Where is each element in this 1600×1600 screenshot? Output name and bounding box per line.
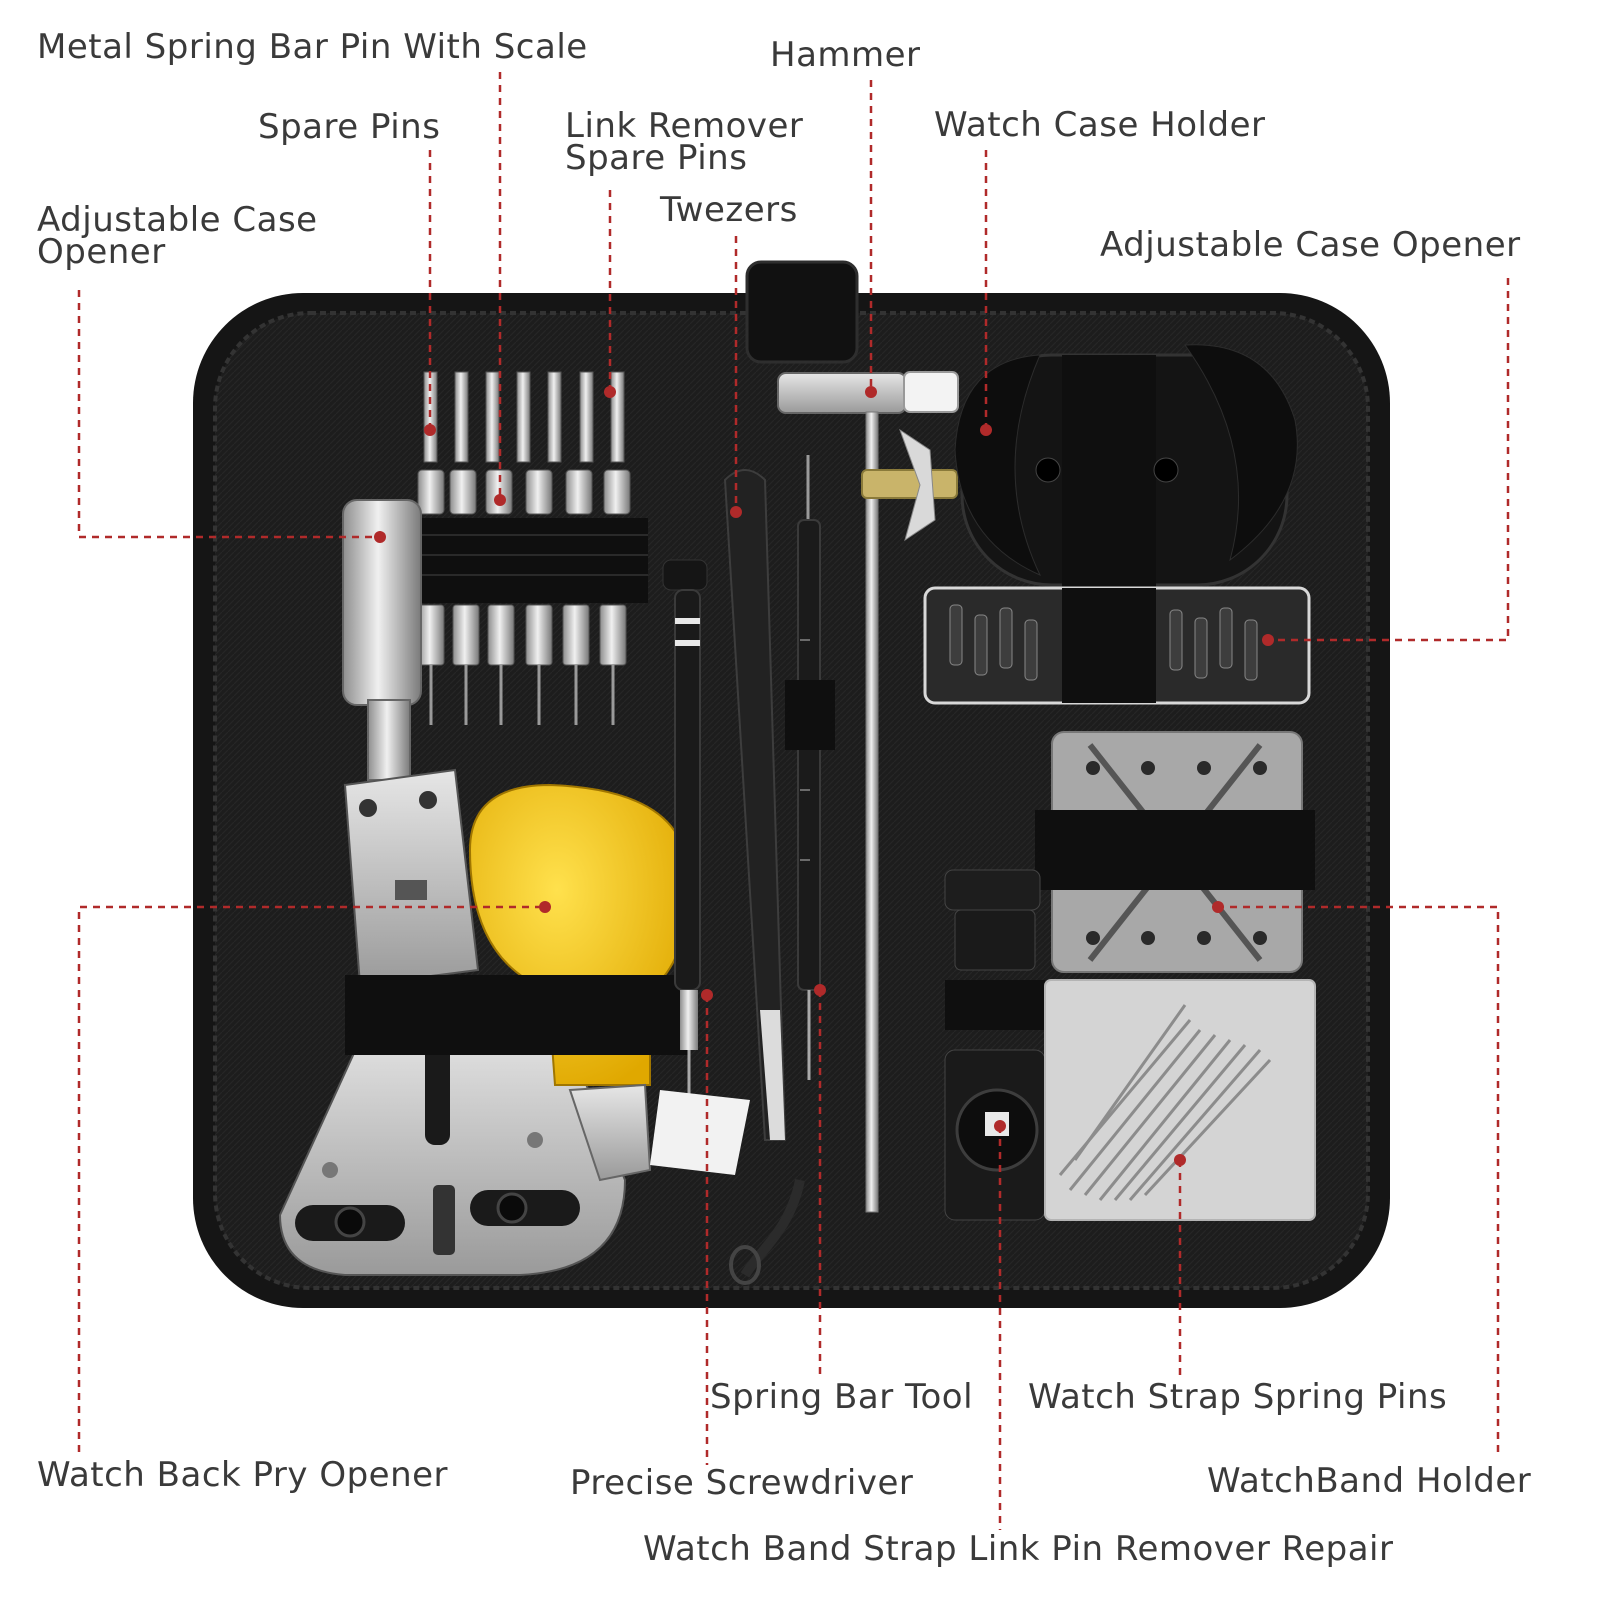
hammer-icon [777,371,959,1213]
label-link-remover-spare-pins: Link Remover Spare Pins [565,106,804,178]
white-pad [650,1090,750,1175]
label-watch-case-holder: Watch Case Holder [934,105,1266,145]
wing-nut [861,428,958,542]
pin-set-icon [408,371,648,725]
label-adjustable-case-opener-right: Adjustable Case Opener [1100,225,1521,265]
case-opener-icon [278,499,627,1276]
spring-pins-bag-icon [1044,979,1316,1221]
label-spare-pins: Spare Pins [258,107,441,147]
leader-dots [374,386,1274,1166]
label-watch-back-pry-opener: Watch Back Pry Opener [37,1455,449,1495]
label-link-remover-line1: Link Remover [565,106,804,146]
label-hammer: Hammer [770,35,921,75]
label-watch-band-strap-link-pin-remover-repair: Watch Band Strap Link Pin Remover Repair [643,1529,1394,1569]
label-adjustable-case-opener-left: Adjustable Case Opener [37,200,318,272]
link-remover-icon [944,869,1046,1221]
label-adjustable-case-opener-line2: Opener [37,232,166,272]
label-metal-spring-bar-pin-with-scale: Metal Spring Bar Pin With Scale [37,27,588,67]
label-watchband-holder: WatchBand Holder [1207,1461,1532,1501]
label-precise-screwdriver: Precise Screwdriver [570,1463,914,1503]
tweezers-icon [723,469,787,1141]
pin-box-icon [923,586,1311,705]
label-link-remover-line2: Spare Pins [565,138,748,178]
label-watch-strap-spring-pins: Watch Strap Spring Pins [1028,1377,1448,1417]
spring-bar-tool-icon [785,455,835,1080]
label-adjustable-case-opener-line1: Adjustable Case [37,200,318,240]
leader-lines [77,72,1510,1530]
label-spring-bar-tool: Spring Bar Tool [710,1377,974,1417]
screwdriver-icon [662,559,708,1100]
band-holder-icon [1035,731,1315,973]
elastic-strap [345,975,690,1055]
label-twezers: Twezers [660,190,798,230]
